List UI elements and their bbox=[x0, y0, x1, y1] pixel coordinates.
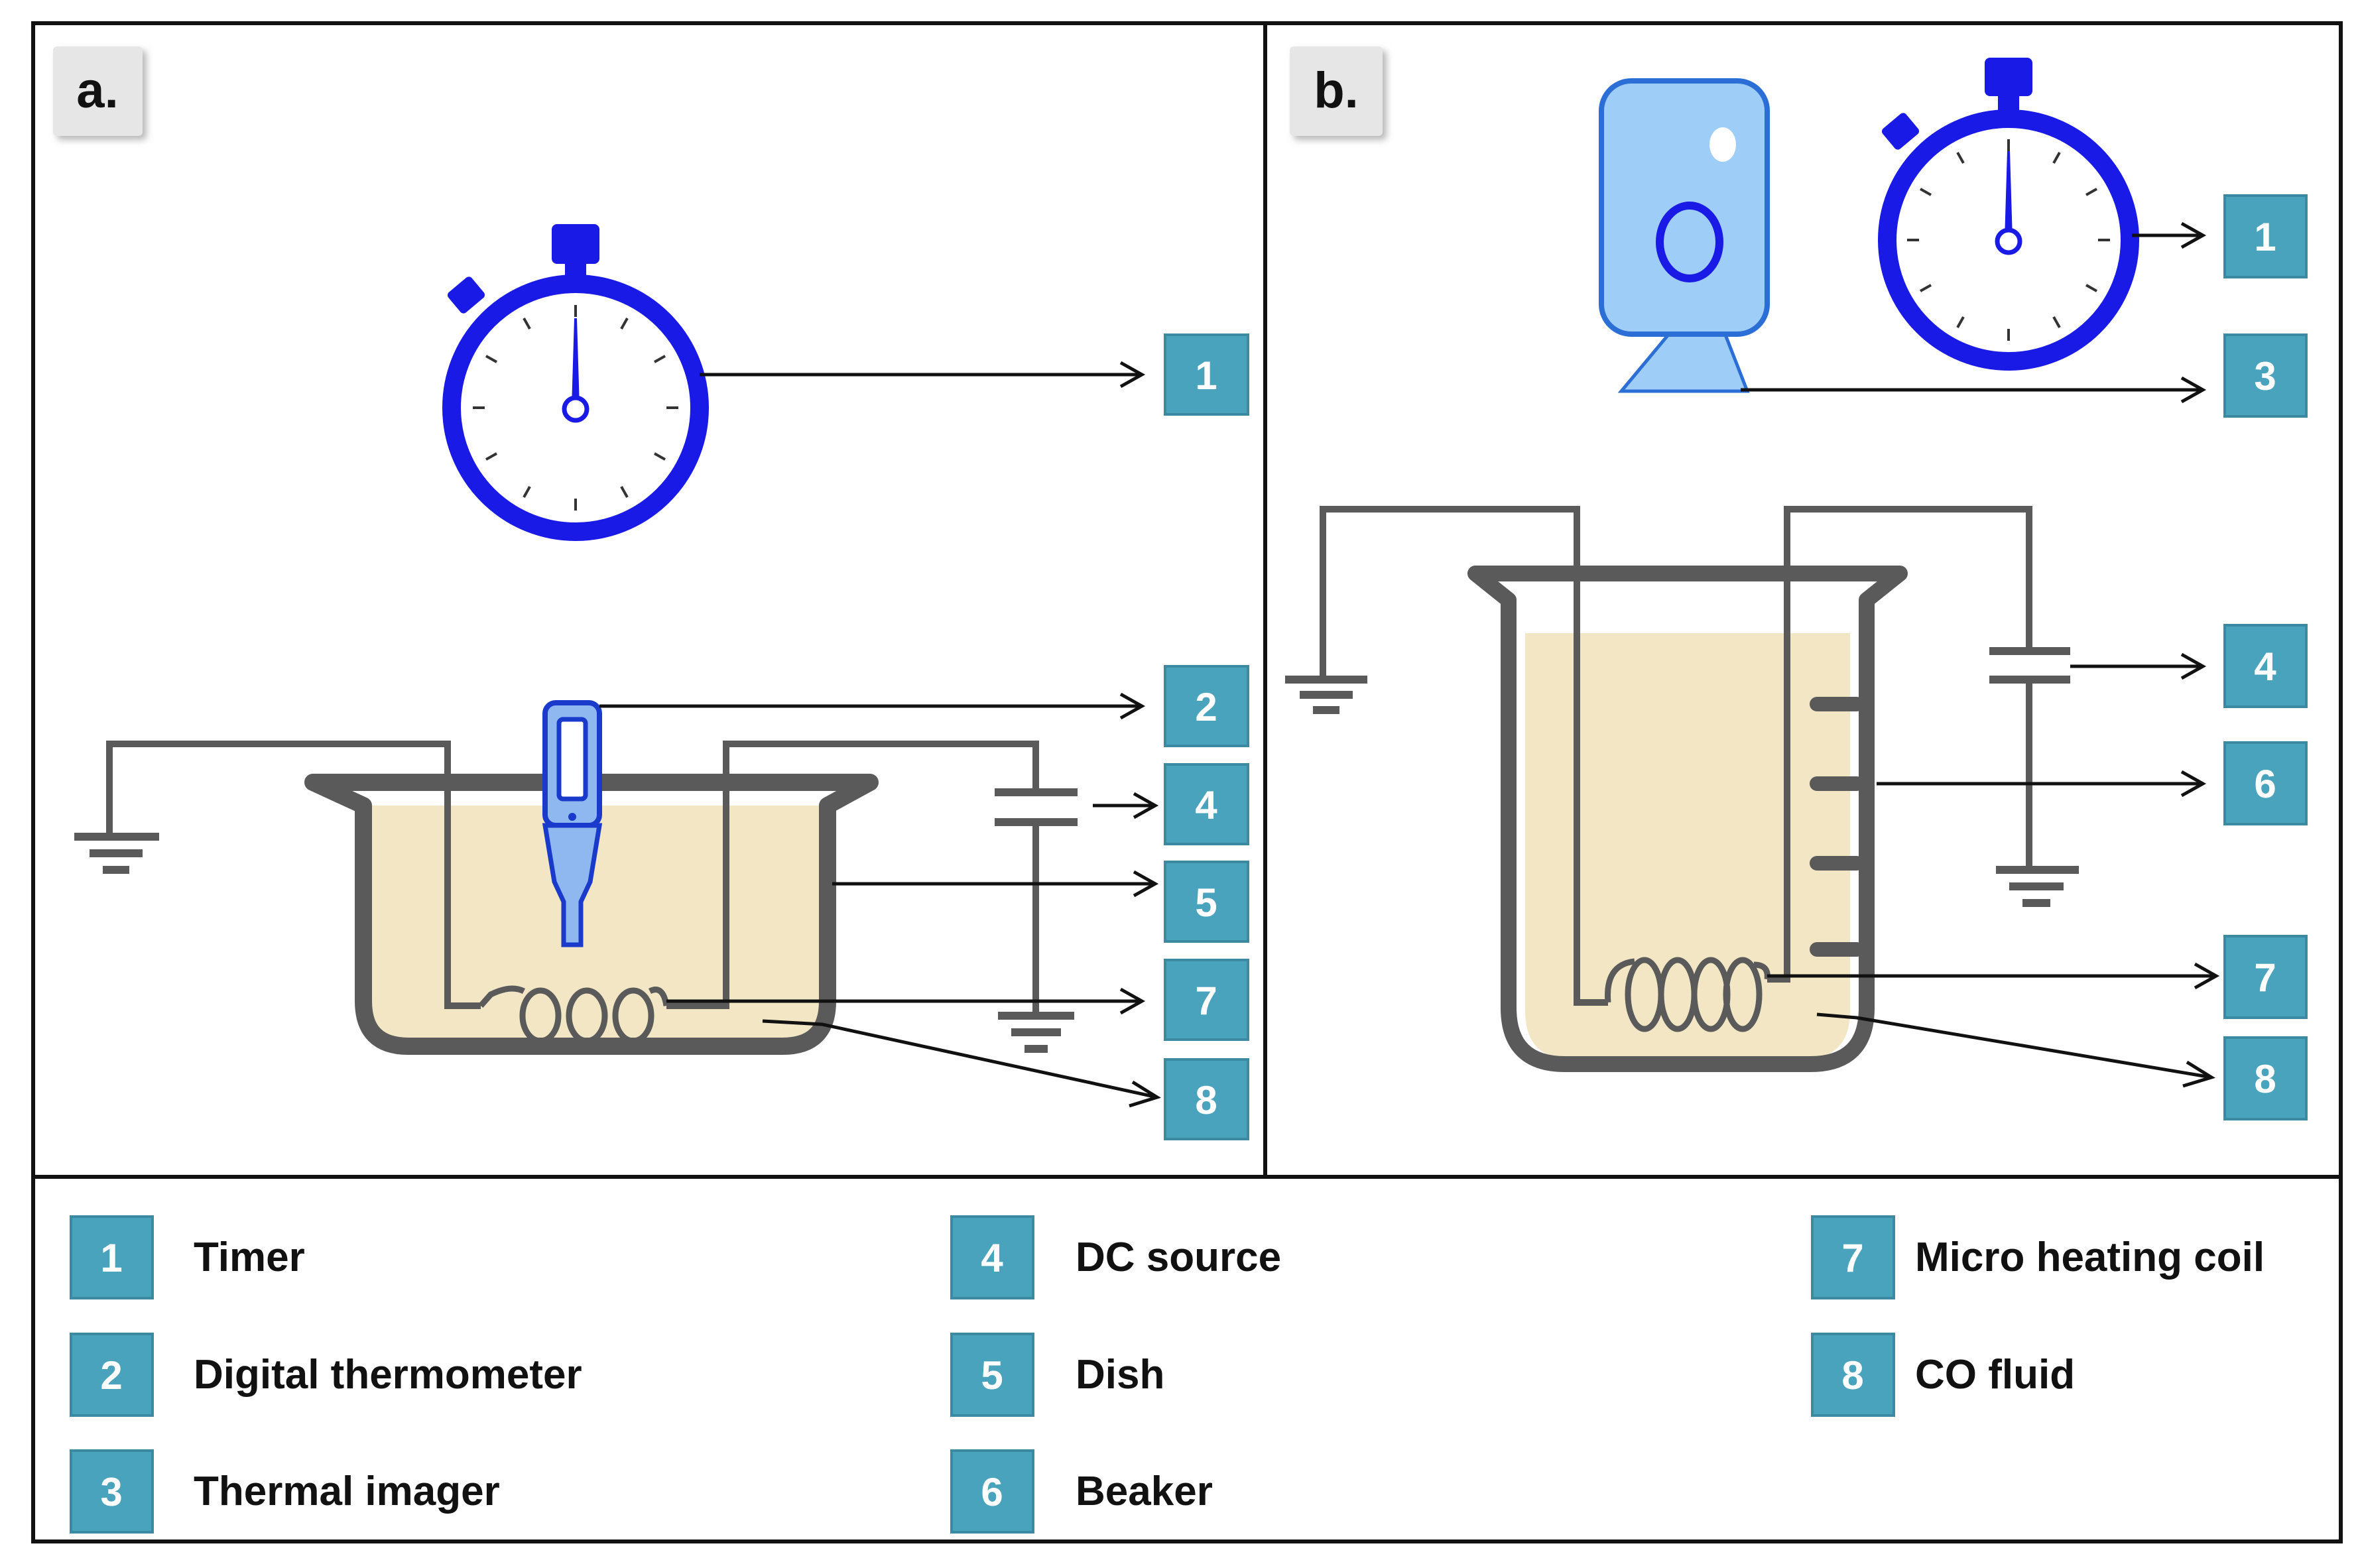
battery-icon bbox=[995, 788, 1078, 826]
svg-text:7: 7 bbox=[2254, 955, 2276, 1000]
panel-a-label: a. bbox=[53, 46, 143, 136]
stopwatch-icon bbox=[442, 224, 709, 541]
callout-badge: 4 bbox=[1164, 763, 1249, 845]
callout-badge: 2 bbox=[1164, 665, 1249, 747]
panel-b-wiring bbox=[1320, 506, 2032, 1006]
callout-badge: 1 bbox=[2223, 194, 2308, 278]
svg-text:Thermal imager: Thermal imager bbox=[194, 1469, 500, 1514]
callout-badge: 1 bbox=[1164, 333, 1249, 416]
callout-badge: 4 bbox=[2223, 624, 2308, 708]
svg-text:Dish: Dish bbox=[1076, 1352, 1164, 1398]
svg-text:b.: b. bbox=[1314, 62, 1359, 119]
legend-item: 7 Micro heating coil bbox=[1811, 1215, 2265, 1299]
svg-text:6: 6 bbox=[2254, 762, 2276, 806]
heating-coil-icon bbox=[478, 985, 670, 1044]
figure-frame bbox=[31, 21, 2343, 1543]
svg-text:1: 1 bbox=[100, 1236, 122, 1280]
legend: 1 Timer 2 Digital thermometer 3 Thermal … bbox=[70, 1215, 2265, 1534]
svg-text:3: 3 bbox=[2254, 354, 2276, 398]
thermometer-icon bbox=[542, 700, 603, 947]
svg-text:8: 8 bbox=[1841, 1353, 1863, 1398]
legend-item: 5 Dish bbox=[950, 1333, 1164, 1417]
ground-icon bbox=[1996, 866, 2079, 907]
callout-badge: 8 bbox=[1164, 1058, 1249, 1140]
heating-coil-icon bbox=[1605, 957, 1770, 1032]
svg-text:Digital thermometer: Digital thermometer bbox=[194, 1352, 582, 1398]
legend-item: 1 Timer bbox=[70, 1215, 305, 1299]
svg-text:a.: a. bbox=[76, 62, 118, 119]
svg-text:4: 4 bbox=[1195, 783, 1217, 827]
svg-text:4: 4 bbox=[2254, 644, 2276, 689]
legend-item: 8 CO fluid bbox=[1811, 1333, 2075, 1417]
svg-text:5: 5 bbox=[1195, 880, 1217, 925]
callout-arrows-a bbox=[599, 361, 1161, 1108]
svg-text:7: 7 bbox=[1195, 979, 1217, 1023]
svg-text:DC source: DC source bbox=[1076, 1235, 1281, 1280]
svg-text:2: 2 bbox=[1195, 685, 1217, 729]
callout-badge: 5 bbox=[1164, 861, 1249, 943]
svg-text:Micro heating coil: Micro heating coil bbox=[1915, 1235, 2265, 1280]
svg-text:4: 4 bbox=[981, 1236, 1003, 1280]
callout-badge: 7 bbox=[1164, 959, 1249, 1041]
ground-icon bbox=[998, 1012, 1074, 1053]
svg-text:6: 6 bbox=[981, 1470, 1003, 1514]
svg-text:3: 3 bbox=[100, 1470, 122, 1514]
dish bbox=[304, 774, 879, 1055]
svg-text:8: 8 bbox=[2254, 1057, 2276, 1101]
svg-text:1: 1 bbox=[2254, 215, 2276, 259]
legend-item: 2 Digital thermometer bbox=[70, 1333, 582, 1417]
panel-a-wiring bbox=[106, 741, 1039, 1012]
beaker bbox=[1467, 566, 1908, 1072]
svg-text:CO fluid: CO fluid bbox=[1915, 1352, 2075, 1398]
callout-badge: 3 bbox=[2223, 333, 2308, 418]
legend-item: 6 Beaker bbox=[950, 1449, 1213, 1534]
legend-item: 3 Thermal imager bbox=[70, 1449, 500, 1534]
svg-text:Beaker: Beaker bbox=[1076, 1469, 1213, 1514]
stopwatch-icon bbox=[1878, 58, 2139, 371]
panel-b-label: b. bbox=[1290, 46, 1383, 136]
svg-text:2: 2 bbox=[100, 1353, 122, 1398]
ground-icon bbox=[74, 833, 159, 874]
callout-badge: 6 bbox=[2223, 741, 2308, 825]
svg-text:8: 8 bbox=[1195, 1078, 1217, 1122]
svg-text:1: 1 bbox=[1195, 353, 1217, 398]
battery-icon bbox=[1989, 647, 2070, 684]
callout-badge: 8 bbox=[2223, 1036, 2308, 1120]
svg-text:5: 5 bbox=[981, 1353, 1003, 1398]
svg-text:Timer: Timer bbox=[194, 1235, 305, 1280]
thermal-imager-icon bbox=[1599, 78, 1770, 393]
ground-icon bbox=[1285, 676, 1367, 714]
legend-item: 4 DC source bbox=[950, 1215, 1281, 1299]
callout-badge: 7 bbox=[2223, 935, 2308, 1019]
svg-text:7: 7 bbox=[1841, 1236, 1863, 1280]
callout-arrows-b bbox=[1741, 221, 2220, 1088]
